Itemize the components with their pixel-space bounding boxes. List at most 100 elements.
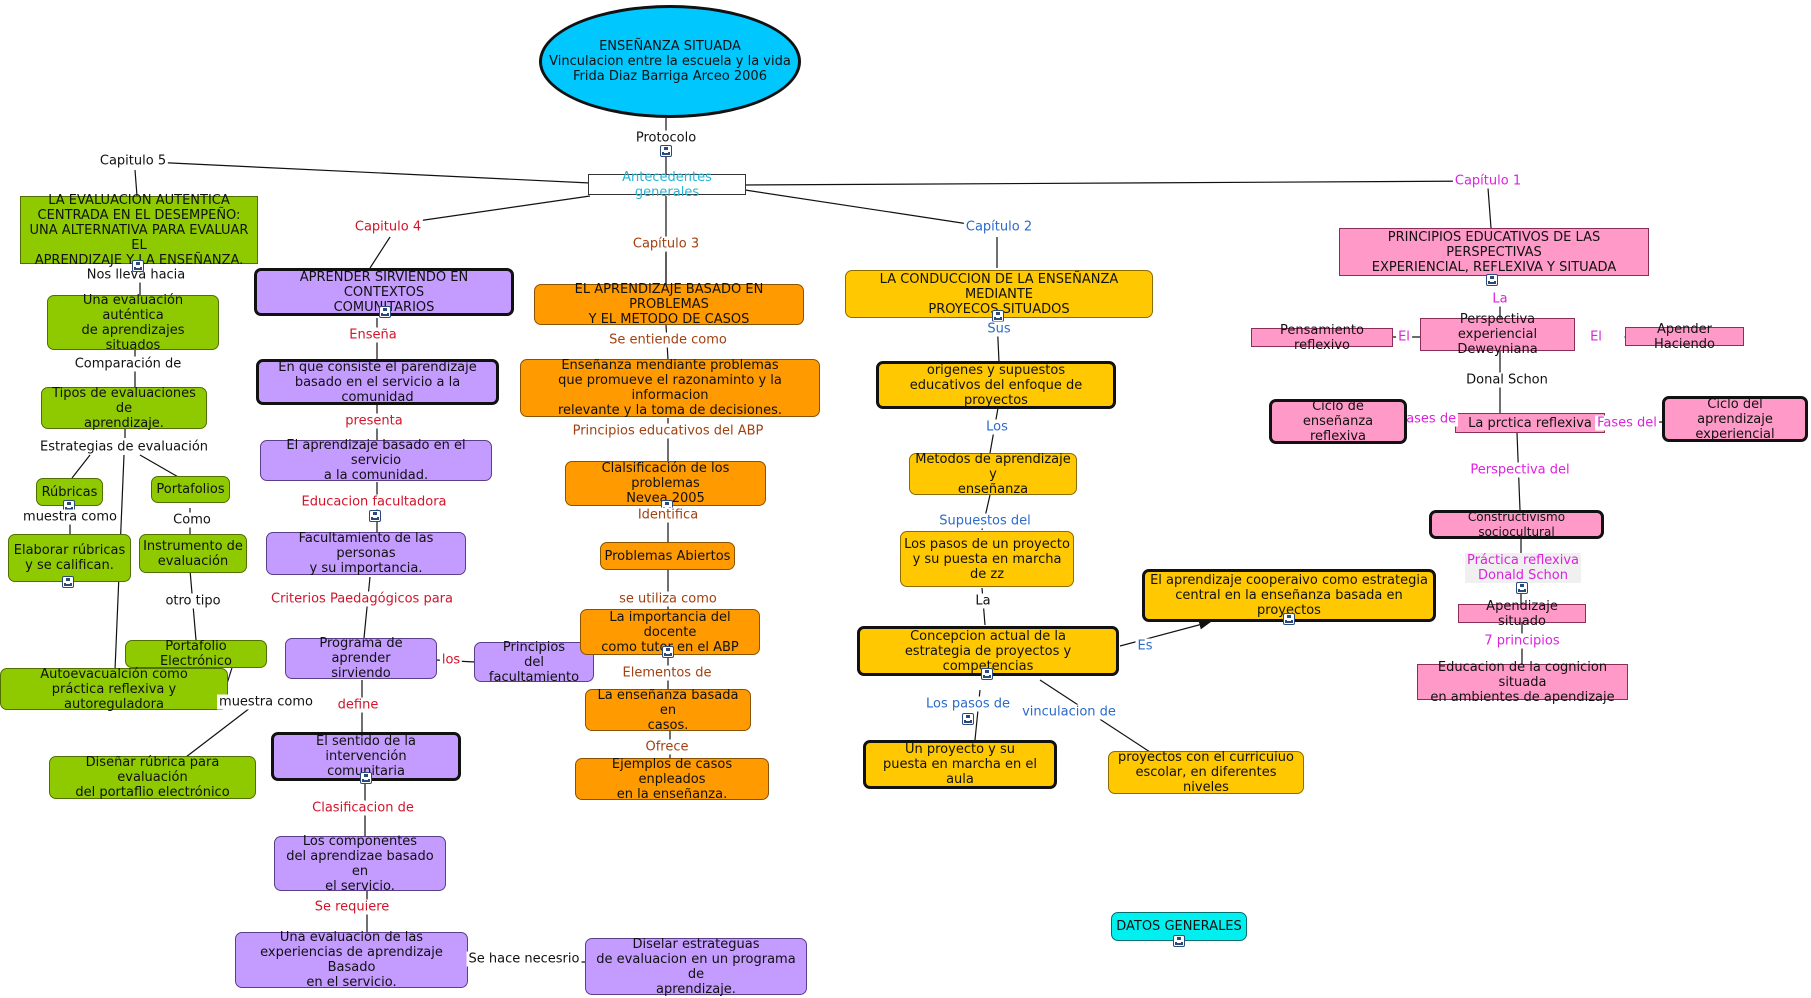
link-label-se-entiende-como: Se entiende como [607,332,729,348]
proyectos-curriculo-node[interactable]: proyectos con el curricuiuo escolar, en … [1108,750,1304,795]
link-label-criterios: Criterios Paedagógicos para [269,591,455,607]
portafolios-node[interactable]: Portafolios [151,476,230,503]
link-label-muestra-como: muestra como [21,509,119,525]
link-label-perspectiva-del: Perspectiva del [1468,462,1572,478]
link-label-identifica: Identifica [635,507,701,523]
ciclo-ensenanza-node[interactable]: Ciclo de enseñanza reflexiva [1269,399,1407,444]
link-label-nos-lleva-hacia: Nos lleva hacia [84,267,188,283]
aprendizaje-situado-node[interactable]: Apendizaje situado [1458,599,1586,629]
ciclo-aprendizaje-node[interactable]: Ciclo del aprendizaje experiencial [1662,396,1808,442]
elaborar-rubricas-node[interactable]: Elaborar rúbricas y se califican. [8,534,131,582]
programa-node[interactable]: Programa de aprender sirviendo [285,636,437,681]
clasificacion-problemas-node[interactable]: Clalsificación de los problemas Nevea 20… [565,461,766,506]
link-label-los: Los [984,419,1010,435]
facultamiento-node[interactable]: Facultamiento de las personas y su impor… [266,531,466,576]
link-label-la: La [1490,291,1510,307]
link-label-clasificacion-de: Clasificacion de [310,800,416,816]
autoevaluacion-node[interactable]: Autoevacualción como práctica reflexiva … [0,667,228,712]
hierarchy-icon[interactable] [1173,935,1185,947]
link-label-vinculacion-de: vinculacion de [1020,704,1118,720]
hierarchy-icon[interactable] [981,668,993,680]
perspectiva-experiencial-node[interactable]: Perspectiva experiencial Deweyniana [1420,312,1575,357]
link-label-capitulo-4: Capitulo 4 [352,219,424,235]
abp-metodo-casos-node[interactable]: EL APRENDIZAJE BASADO EN PROBLEMAS Y EL … [534,282,804,327]
problemas-abiertos-node[interactable]: Problemas Abiertos [600,542,735,570]
link-label-los-pasos-de: Los pasos de [924,696,1012,712]
link-label-se-utiliza-como: se utiliza como [617,591,719,607]
link-label-educacion-facultadora: Educacion facultadora [299,494,449,510]
pasos-proyecto-node[interactable]: Los pasos de un proyecto y su puesta en … [900,531,1074,587]
hierarchy-icon[interactable] [369,510,381,522]
en-que-consiste-node[interactable]: En que consiste el parendizaje basado en… [256,359,499,405]
principios-educativos-node[interactable]: PRINCIPIOS EDUCATIVOS DE LAS PERSPECTIVA… [1339,228,1649,276]
una-evaluacion-node[interactable]: Una evaluacion de las experiencias de ap… [235,930,468,990]
hierarchy-icon[interactable] [379,306,391,318]
link-label-donal-schon: Donal Schon [1464,372,1550,388]
tipos-evaluaciones-node[interactable]: Tipos de evaluaciones de aprendizaje. [41,386,207,431]
link-label-el-left: El [1396,329,1412,345]
metodos-aprendizaje-node[interactable]: Metodos de aprendizaje y enseñanza [909,452,1077,497]
ejemplos-casos-node[interactable]: Ejemplos de casos enpleados en la enseña… [575,757,769,802]
disenar-estrategias-node[interactable]: Diselar estrateguas de evaluacion en un … [585,937,807,997]
hierarchy-icon[interactable] [992,310,1004,322]
link-label-los: los [439,652,463,668]
hierarchy-icon[interactable] [660,145,672,157]
componentes-node[interactable]: Los componentes del aprendizae basado en… [274,834,446,894]
hierarchy-icon[interactable] [1486,274,1498,286]
practica-reflexiva-node[interactable]: La prctica reflexiva [1455,413,1605,433]
hierarchy-icon[interactable] [360,772,372,784]
instrumento-evaluacion-node[interactable]: Instrumento de evaluación [139,534,247,573]
link-label-el-right: El [1588,329,1604,345]
hierarchy-icon[interactable] [1516,582,1528,594]
hierarchy-icon[interactable] [62,576,74,588]
un-proyecto-node[interactable]: Un proyecto y su puesta en marcha en el … [863,740,1057,789]
hierarchy-icon[interactable] [662,646,674,658]
link-label-comparacion-de: Comparación de [72,356,184,372]
link-label-sus: Sus [985,321,1013,337]
link-label-supuestos-del: Supuestos del [937,513,1033,529]
link-label-elementos-de: Elementos de [620,665,714,681]
link-label-la: La [973,593,993,609]
link-label-se-hace-necesrio: Se hace necesrio [466,951,582,967]
link-label-ensena: Enseña [347,327,399,343]
hierarchy-icon[interactable] [962,713,974,725]
link-label-principios-abp: Principios educativos del ABP [570,423,766,439]
link-label-otro-tipo: otro tipo [163,593,223,609]
link-label-estrategias-evaluacion: Estrategias de evaluación [37,439,211,455]
link-label-capitulo-3: Capítulo 3 [630,236,702,252]
hierarchy-icon[interactable] [132,260,144,272]
aprender-haciendo-node[interactable]: Apender Haciendo [1625,322,1744,352]
link-label-muestra-como-2: muestra como [217,694,315,710]
datos-generales-node[interactable]: DATOS GENERALES [1111,912,1247,941]
aprendizaje-basado-servicio-node[interactable]: El aprendizaje basado en el servicio a l… [260,438,492,483]
portafolio-electronico-node[interactable]: Portafolio Electrónico [125,639,267,669]
link-label-fases-del: Fases del [1595,415,1659,431]
disenar-rubrica-node[interactable]: Diseñar rúbrica para evaluación del port… [49,755,256,800]
constructivismo-node[interactable]: Constructivismo sociocultural [1429,510,1604,539]
evaluacion-autentica-node[interactable]: LA EVALUACION AUTENTICA CENTRADA EN EL D… [20,193,258,268]
evaluacion-autentica-aprendizajes-node[interactable]: Una evaluación auténtica de aprendizajes… [47,293,219,353]
origenes-supuestos-node[interactable]: origenes y supuestos educativos del enfo… [876,361,1116,409]
link-label-protocolo: Protocolo [633,130,699,146]
ensenanza-problemas-node[interactable]: Enseñanza mendiante problemas que promue… [520,358,820,418]
link-label-practica-reflexiva-schon: Práctica reflexiva Donald Schon [1464,553,1582,583]
link-label-capitulo-1: Capítulo 1 [1452,173,1524,189]
root-topic[interactable]: ENSEÑANZA SITUADA Vinculacion entre la e… [539,5,801,118]
educacion-cognicion-node[interactable]: Educacion de la cognicion situada en amb… [1417,660,1628,705]
pensamiento-reflexivo-node[interactable]: Pensamiento reflexivo [1251,323,1393,353]
antecedentes-generales-node[interactable]: Antecedentes generales [588,170,746,200]
ensenanza-casos-node[interactable]: La enseñanza basada en casos. [585,688,751,733]
link-label-fases-de: Fases de [1397,411,1459,427]
link-label-como: Como [171,512,213,528]
hierarchy-icon[interactable] [1283,613,1295,625]
link-label-capitulo-2: Capítulo 2 [963,219,1035,235]
link-label-7-principios: 7 principios [1482,633,1562,649]
link-label-ofrece: Ofrece [643,739,691,755]
link-label-es: Es [1135,638,1155,654]
link-label-se-requiere: Se requiere [312,899,392,915]
link-label-capitulo-5: Capitulo 5 [97,153,169,169]
hierarchy-icon[interactable] [63,500,75,512]
principios-facultamiento-node[interactable]: Principios del facultamiento [474,640,594,685]
